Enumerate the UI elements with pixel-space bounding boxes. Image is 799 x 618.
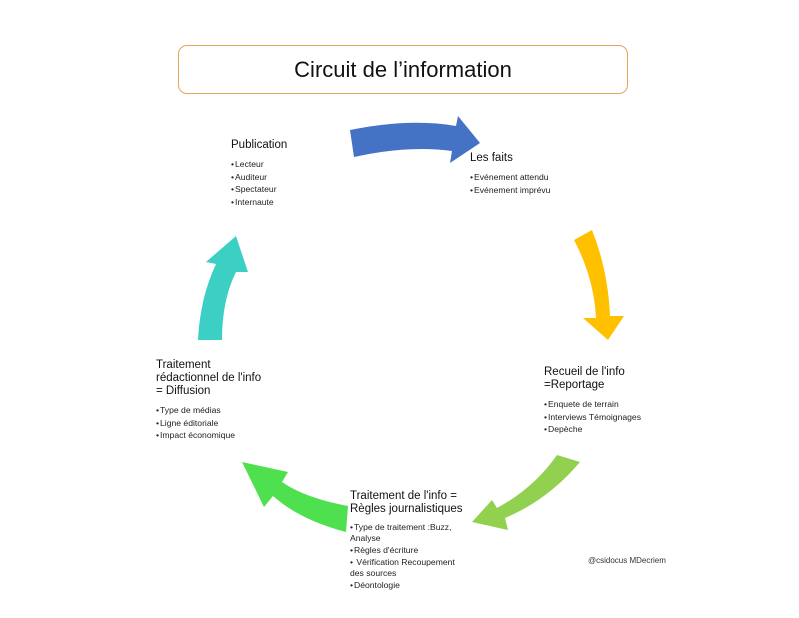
node-recueil-list: Enquete de terrain Interviews Témoignage… — [544, 398, 674, 436]
node-traitement-regles: Traitement de l'info = Règles journalist… — [350, 490, 490, 592]
node-publication-heading: Publication — [231, 139, 288, 151]
list-item: Evénement imprévu — [470, 184, 600, 197]
node-traitement-regles-heading: Traitement de l'info = Règles journalist… — [350, 490, 463, 515]
list-item: Auditeur — [231, 171, 351, 184]
list-item: Internaute — [231, 196, 351, 209]
list-item: Interviews Témoignages — [544, 411, 674, 424]
node-traitement-redac: Traitement rédactionnel de l'info = Diff… — [156, 359, 296, 442]
arrow-recueil-to-regles — [472, 455, 580, 530]
node-traitement-regles-list: Type de traitement :Buzz, Analyse Règles… — [350, 522, 490, 591]
list-item: Spectateur — [231, 183, 351, 196]
arrow-regles-to-redac — [242, 462, 348, 532]
list-item: Evénement attendu — [470, 171, 600, 184]
node-faits: Les faits Evénement attendu Evénement im… — [470, 152, 600, 196]
node-faits-list: Evénement attendu Evénement imprévu — [470, 171, 600, 196]
node-recueil: Recueil de l'info =Reportage Enquete de … — [544, 366, 674, 436]
list-item: Type de traitement :Buzz, Analyse — [350, 522, 490, 544]
arrow-publication-to-faits — [350, 116, 480, 163]
node-recueil-heading: Recueil de l'info =Reportage — [544, 366, 625, 391]
list-item: Vérification Recoupement des sources — [350, 557, 490, 579]
list-item: Lecteur — [231, 158, 351, 171]
list-item: Type de médias — [156, 404, 296, 417]
arrow-redac-to-publication — [198, 236, 248, 340]
diagram-title: Circuit de l’information — [294, 56, 512, 82]
list-item: Enquete de terrain — [544, 398, 674, 411]
credit-text: @csidocus MDecriem — [588, 556, 666, 565]
list-item: Depèche — [544, 423, 674, 436]
title-box: Circuit de l’information — [178, 45, 628, 94]
node-publication-list: Lecteur Auditeur Spectateur Internaute — [231, 158, 351, 208]
node-traitement-redac-heading: Traitement rédactionnel de l'info = Diff… — [156, 359, 262, 397]
arrow-faits-to-recueil — [574, 230, 624, 340]
list-item: Impact économique — [156, 429, 296, 442]
list-item: Ligne éditoriale — [156, 417, 296, 430]
node-faits-heading: Les faits — [470, 152, 513, 164]
list-item: Règles d'écriture — [350, 545, 490, 556]
node-traitement-redac-list: Type de médias Ligne éditoriale Impact é… — [156, 404, 296, 442]
list-item: Déontologie — [350, 580, 490, 591]
node-publication: Publication Lecteur Auditeur Spectateur … — [231, 139, 351, 208]
